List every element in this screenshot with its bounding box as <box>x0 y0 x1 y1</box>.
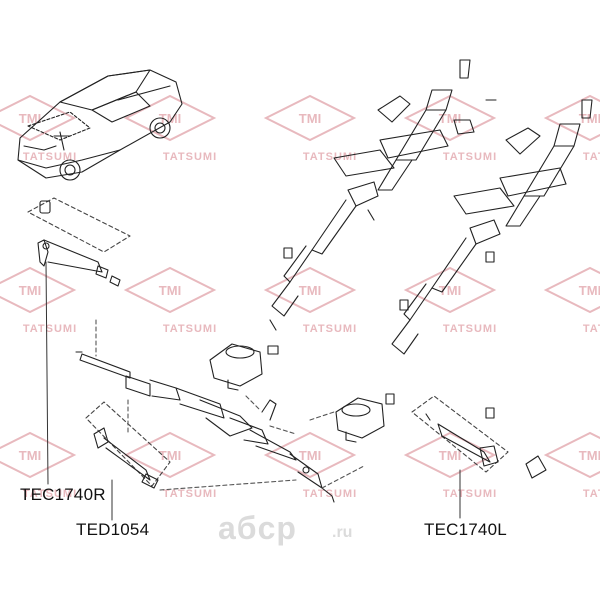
site-logo-brand: aбcp <box>218 510 297 546</box>
watermark-mark-text: TMI <box>19 111 41 126</box>
watermark-name-text: TATSUMI <box>163 151 217 163</box>
watermark-name-text: TATSUMI <box>163 323 217 335</box>
watermark-mark-text: TMI <box>439 448 461 463</box>
watermark-diamond: TMI TATSUMI <box>263 94 357 163</box>
watermark-name-text: TATSUMI <box>303 151 357 163</box>
part-label-ted1054: TED1054 <box>76 520 150 539</box>
watermark-diamond: TMI TATSUMI <box>123 94 217 163</box>
tie-rod-end-right-group <box>27 197 131 287</box>
watermark-diamond: TMI TATSUMI <box>263 266 357 335</box>
part-label-tec1740l: TEC1740L <box>424 520 507 539</box>
part-label-tec1740r: TEC1740R <box>20 485 106 504</box>
watermark-mark-text: TMI <box>19 448 41 463</box>
connector-lines <box>95 319 365 491</box>
watermark-diamond: TMI TATSUMI <box>123 431 217 500</box>
watermark-mark-text: TMI <box>299 448 321 463</box>
watermark-name-text: TATSUMI <box>23 488 77 500</box>
watermark-name-text: TATSUMI <box>443 488 497 500</box>
steering-rack <box>75 351 335 503</box>
tie-rod-end-left-group <box>411 395 547 479</box>
site-logo-tld: .ru <box>332 524 353 541</box>
site-logo: aбcp .ru <box>214 508 374 552</box>
watermark-name-text: TATSUMI <box>23 323 77 335</box>
watermark-name-text: TATSUMI <box>23 151 77 163</box>
watermark-diamond: TMI TATSUMI <box>0 94 77 163</box>
watermark-mark-text: TMI <box>579 283 600 298</box>
car-illustration <box>17 69 183 181</box>
rack-bushing-2 <box>335 397 385 443</box>
watermark-mark-text: TMI <box>299 283 321 298</box>
watermark-name-text: TATSUMI <box>443 151 497 163</box>
watermark-mark-text: TMI <box>159 111 181 126</box>
fasteners <box>267 209 495 405</box>
watermark-diamond: TMI TATSUMI <box>0 266 77 335</box>
watermark-name-text: TATSUMI <box>583 488 600 500</box>
watermark-mark-text: TMI <box>439 111 461 126</box>
watermark-name-text: TATSUMI <box>443 323 497 335</box>
watermark-mark-text: TMI <box>579 448 600 463</box>
watermark-name-text: TATSUMI <box>163 488 217 500</box>
watermark-diamond: TMI TATSUMI <box>543 431 600 500</box>
watermark-diamond: TMI TATSUMI <box>403 431 497 500</box>
watermark-diamond: TMI TATSUMI <box>0 431 77 500</box>
watermark-diamond: TMI TATSUMI <box>403 266 497 335</box>
watermark-diamond: TMI TATSUMI <box>123 266 217 335</box>
watermark-mark-text: TMI <box>19 283 41 298</box>
watermark-name-text: TATSUMI <box>583 151 600 163</box>
steering-column-left <box>271 59 497 317</box>
watermark-diamond: TMI TATSUMI <box>403 94 497 163</box>
steering-column-right <box>391 99 593 355</box>
watermark-name-text: TATSUMI <box>303 323 357 335</box>
inner-tie-rod-group <box>85 401 171 489</box>
watermark-name-text: TATSUMI <box>583 323 600 335</box>
rack-bushing <box>209 343 263 391</box>
watermark-mark-text: TMI <box>159 283 181 298</box>
leader-lines <box>45 261 461 521</box>
watermark-mark-text: TMI <box>159 448 181 463</box>
watermark-mark-text: TMI <box>439 283 461 298</box>
watermark-mark-text: TMI <box>299 111 321 126</box>
watermark-diamond: TMI TATSUMI <box>543 266 600 335</box>
